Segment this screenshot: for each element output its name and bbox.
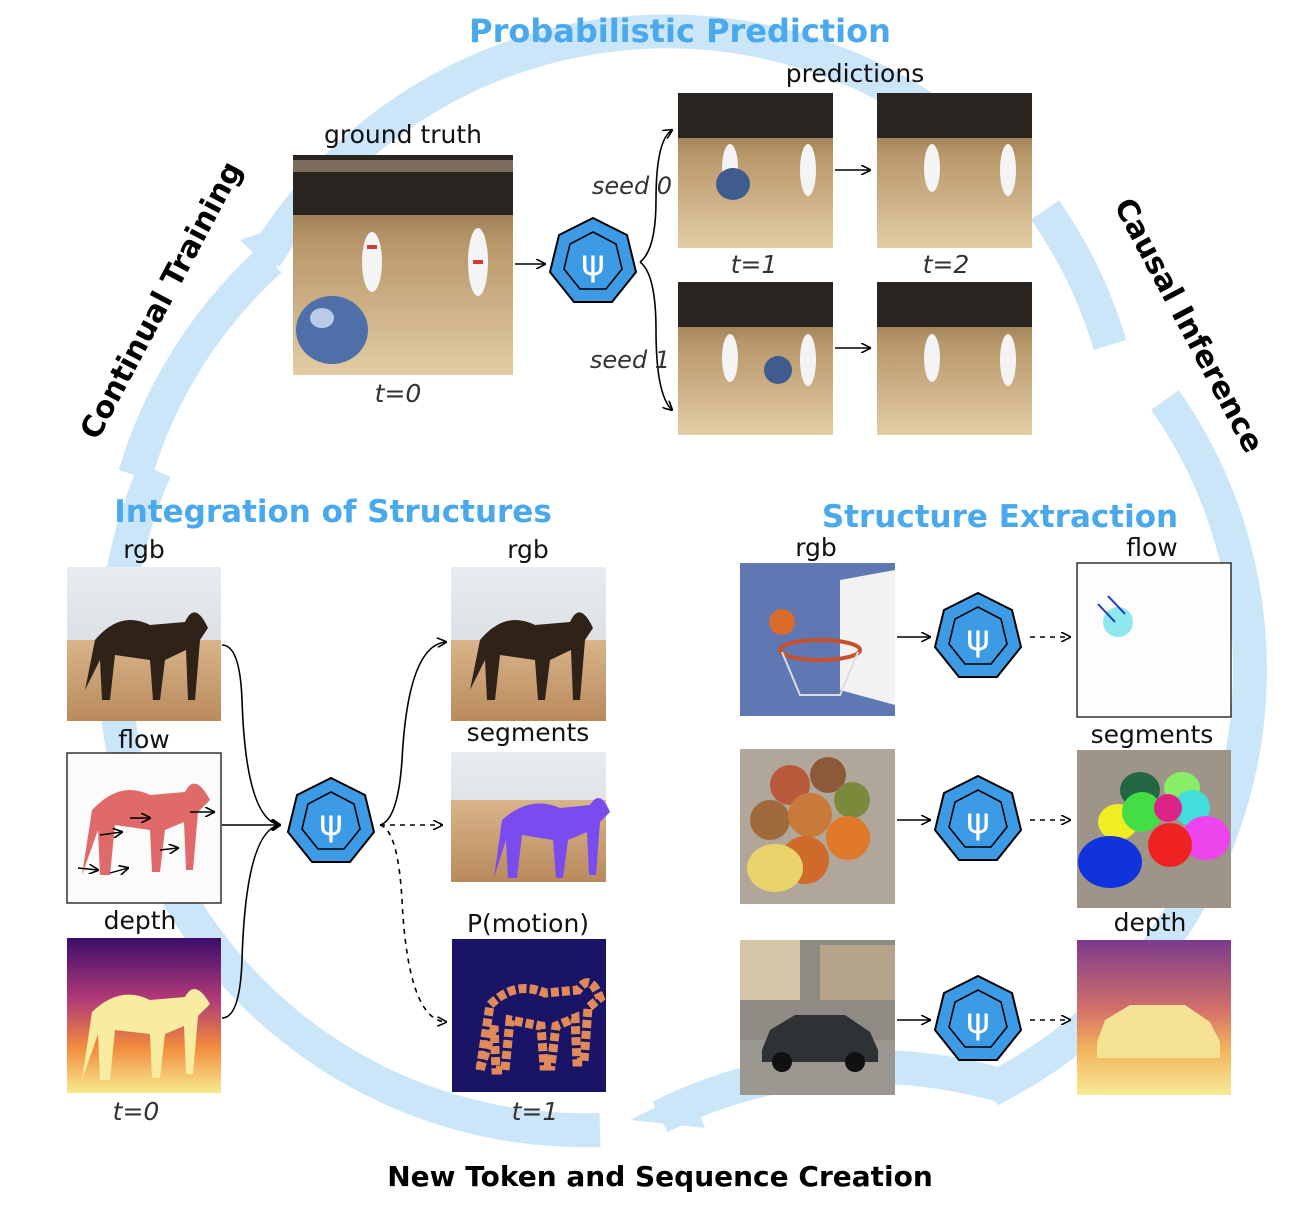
image-pred-seed0-t1 — [678, 93, 833, 248]
svg-text:ψ: ψ — [966, 618, 990, 659]
image-int-motion-out — [452, 939, 606, 1092]
label-seed0: seed 0 — [592, 172, 672, 200]
image-ext-car — [740, 940, 895, 1095]
label-int-rgb-in: rgb — [123, 535, 165, 564]
image-ext-flow — [1076, 562, 1232, 718]
label-ground-truth: ground truth — [324, 120, 482, 149]
image-ext-depth — [1077, 940, 1231, 1095]
arrow-int-rgb-merge — [221, 644, 280, 825]
svg-text:ψ: ψ — [581, 243, 605, 284]
arrow-int-depth-merge — [221, 825, 280, 1019]
arrow-int-to-rgb — [379, 642, 446, 826]
image-ground-truth — [293, 155, 513, 375]
label-predictions: predictions — [786, 59, 924, 88]
model-node-ext-2: ψ — [933, 774, 1023, 861]
model-node-integration: ψ — [286, 776, 376, 863]
title-extraction: Structure Extraction — [822, 499, 1178, 535]
label-t1-prediction: t=1 — [731, 250, 778, 279]
label-int-depth-in: depth — [104, 906, 177, 935]
svg-text:ψ: ψ — [966, 1001, 990, 1042]
label-seed1: seed 1 — [590, 346, 670, 374]
label-int-segments-out: segments — [467, 718, 590, 747]
title-integration: Integration of Structures — [114, 494, 552, 530]
label-int-t1: t=1 — [512, 1097, 559, 1126]
label-ext-flow: flow — [1126, 533, 1178, 562]
arrow-model-seed1 — [639, 261, 672, 410]
image-ext-basketball — [740, 563, 895, 716]
image-pred-seed0-t2 — [877, 93, 1032, 248]
label-int-motion-out: P(motion) — [467, 909, 589, 938]
image-int-rgb-out — [451, 567, 606, 721]
label-int-flow-in: flow — [118, 725, 170, 754]
label-t0-prediction: t=0 — [375, 379, 422, 408]
image-int-flow-in — [66, 752, 222, 904]
image-int-segments-out — [451, 752, 610, 882]
title-new-token: New Token and Sequence Creation — [387, 1160, 933, 1193]
image-pred-seed1-t1 — [678, 282, 833, 435]
svg-text:ψ: ψ — [966, 801, 990, 842]
label-ext-depth: depth — [1114, 908, 1187, 937]
label-ext-rgb-in: rgb — [795, 533, 837, 562]
svg-text:ψ: ψ — [319, 803, 343, 844]
arrow-model-seed0 — [639, 130, 672, 263]
image-int-depth-in — [67, 938, 221, 1093]
label-int-t0: t=0 — [113, 1097, 160, 1126]
model-node-ext-3: ψ — [933, 974, 1023, 1061]
image-ext-segments — [1077, 750, 1231, 908]
label-int-rgb-out: rgb — [507, 535, 549, 564]
arrow-int-to-motion — [379, 824, 446, 1022]
label-t2-prediction: t=2 — [923, 250, 970, 279]
image-ext-fruit — [740, 749, 895, 904]
model-node-ext-1: ψ — [933, 591, 1023, 678]
image-int-rgb-in — [67, 567, 221, 721]
image-pred-seed1-t2 — [877, 282, 1032, 435]
model-node-prediction: ψ — [548, 216, 638, 303]
title-probabilistic-prediction: Probabilistic Prediction — [469, 12, 891, 50]
label-ext-segments: segments — [1091, 720, 1214, 749]
